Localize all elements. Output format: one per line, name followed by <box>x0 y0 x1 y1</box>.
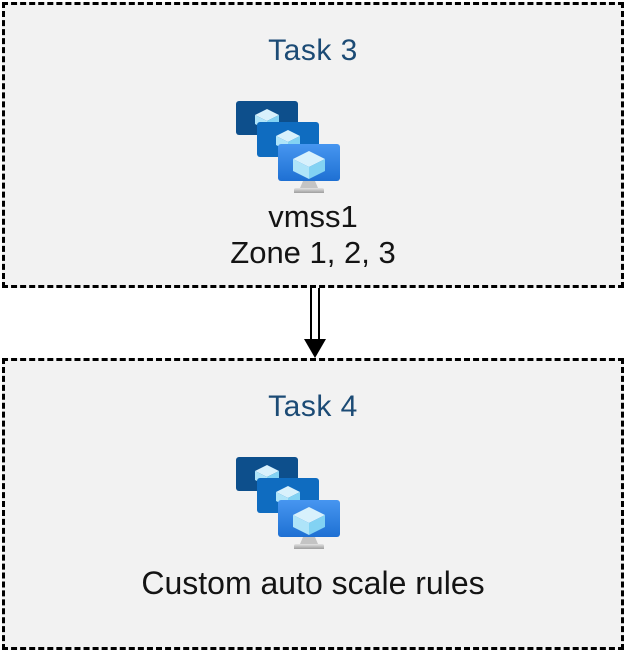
down-arrow <box>298 288 332 358</box>
task4-box: Task 4 Custom auto scale rules <box>2 358 624 650</box>
vmss-name-label: vmss1 <box>268 199 358 234</box>
autoscale-rules-label: Custom auto scale rules <box>141 565 485 601</box>
task3-box: Task 3 vmss1 Zone 1, 2, 3 <box>2 2 624 288</box>
task3-title: Task 3 <box>268 34 358 67</box>
vm-scale-set-icon <box>236 457 340 549</box>
zones-label: Zone 1, 2, 3 <box>230 235 396 270</box>
vm-scale-set-icon <box>236 101 340 193</box>
task4-title: Task 4 <box>268 390 358 423</box>
